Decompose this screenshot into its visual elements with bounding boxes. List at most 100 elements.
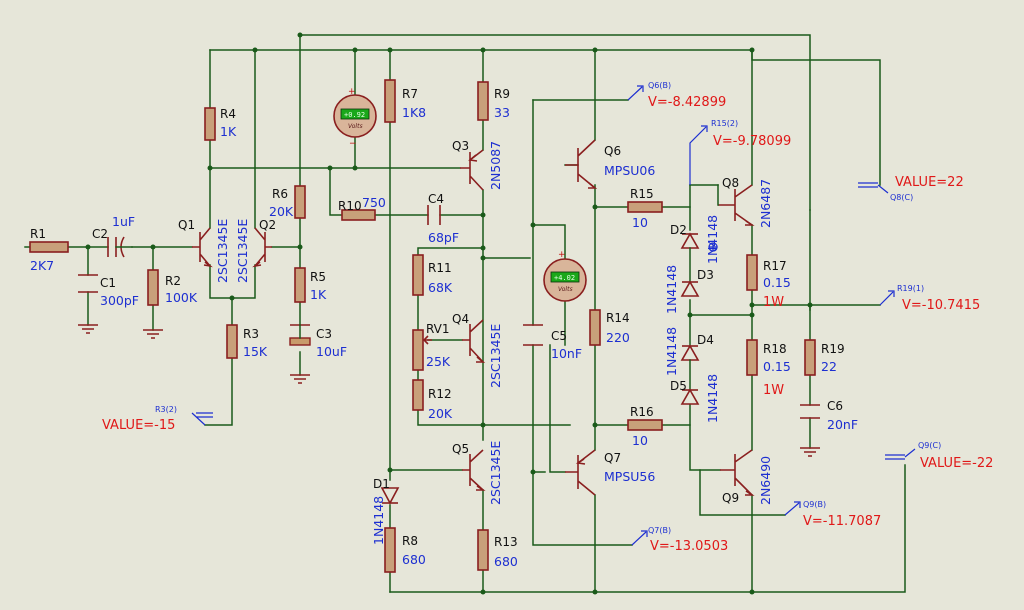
voltmeter-2-reading: +4.02	[554, 274, 575, 282]
r16-value: 10	[632, 433, 648, 448]
resistor-r10: R10 750	[338, 195, 386, 221]
c3-value: 10uF	[316, 344, 347, 359]
capacitor-c3: C3 10uF	[289, 324, 347, 359]
q3-part: 2N5087	[488, 141, 503, 190]
r14-name: R14	[606, 311, 630, 325]
r18-value: 0.15	[763, 359, 791, 374]
capacitor-c1: C1 300pF	[78, 274, 139, 308]
capacitor-c2: C2 1uF	[92, 214, 135, 258]
r9-name: R9	[494, 87, 510, 101]
q1-name: Q1	[178, 218, 195, 232]
q9-name: Q9	[722, 491, 739, 505]
r13-value: 680	[494, 554, 518, 569]
resistor-r3: R3 15K	[226, 324, 268, 359]
d5-name: D5	[670, 379, 687, 393]
resistor-r1: R1 2K7	[29, 227, 69, 273]
probe-q7b-tag: Q7(B)	[648, 526, 671, 535]
rv1-name: RV1	[426, 322, 450, 336]
r17-value: 0.15	[763, 275, 791, 290]
r14-value: 220	[606, 330, 630, 345]
resistor-r18: R18 0.15 1W	[746, 339, 791, 398]
q1-part: 2SC1345E	[215, 219, 230, 283]
capacitor-c6: C6 20nF	[800, 399, 858, 432]
q5-name: Q5	[452, 442, 469, 456]
r11-name: R11	[428, 261, 452, 275]
transistor-q4: Q4 2SC1345E	[452, 312, 503, 388]
r6-value: 20K	[269, 204, 294, 219]
probe-q7b-reading: V=-13.0503	[650, 539, 728, 554]
resistor-r11: R11 68K	[412, 254, 453, 296]
q5-part: 2SC1345E	[488, 441, 503, 505]
diode-d5: D5 1N4148	[670, 374, 720, 423]
transistor-q6: Q6 MPSU06	[565, 139, 655, 189]
resistor-r14: R14 220	[589, 309, 630, 346]
r4-value: 1K	[220, 124, 237, 139]
r2-name: R2	[165, 274, 181, 288]
capacitor-c4: C4 68pF	[427, 192, 459, 245]
capacitor-c5: C5 10nF	[523, 324, 582, 361]
diode-d2: D2 1N4148	[670, 215, 720, 283]
r19-value: 22	[821, 359, 837, 374]
q8-part: 2N6487	[758, 179, 773, 228]
diode-d1: D1 1N4148	[371, 477, 400, 545]
q6-part: MPSU06	[604, 163, 655, 178]
probe-q9c-reading: VALUE=-22	[920, 456, 993, 471]
voltmeter-2: +4.02 Volts +	[543, 250, 587, 302]
transistor-q3: Q3 2N5087	[452, 139, 503, 191]
r3-name: R3	[243, 327, 259, 341]
c6-value: 20nF	[827, 417, 858, 432]
probe-q7b: Q7(B) V=-13.0503	[631, 526, 728, 554]
resistor-r7: R7 1K8	[384, 79, 426, 123]
probe-q9c-tag: Q9(C)	[918, 441, 941, 450]
r1-name: R1	[30, 227, 46, 241]
r19-name: R19	[821, 342, 845, 356]
transistor-q7: Q7 MPSU56	[565, 449, 655, 496]
r13-name: R13	[494, 535, 518, 549]
probe-r3-tag: R3(2)	[155, 405, 177, 414]
r5-value: 1K	[310, 287, 327, 302]
diode-d3: D3 1N4148	[664, 265, 714, 314]
probe-q9c: Q9(C) VALUE=-22	[885, 441, 993, 471]
resistor-r16: R16 10	[627, 405, 663, 448]
d1-part: 1N4148	[371, 496, 386, 545]
voltmeter-2-unit: Volts	[558, 286, 573, 293]
probe-q6b: Q6(B) V=-8.42899	[627, 81, 726, 110]
probe-q8c: Q8(C) VALUE=22	[858, 175, 964, 202]
r17-power: 1W	[763, 295, 784, 310]
diode-d4: D4 1N4148	[664, 327, 714, 391]
probe-r19-tag: R19(1)	[897, 284, 924, 293]
d2-part: 1N4148	[705, 215, 720, 264]
q3-name: Q3	[452, 139, 469, 153]
r16-name: R16	[630, 405, 654, 419]
probe-r3: R3(2) VALUE=-15	[102, 405, 213, 433]
q7-part: MPSU56	[604, 469, 655, 484]
r4-name: R4	[220, 107, 236, 121]
r15-value: 10	[632, 215, 648, 230]
transistor-q8: Q8 2N6487	[717, 176, 773, 228]
r10-value: 750	[362, 195, 386, 210]
q7-name: Q7	[604, 451, 621, 465]
d5-part: 1N4148	[705, 374, 720, 423]
r2-value: 100K	[165, 290, 198, 305]
resistor-r19: R19 22	[804, 339, 845, 376]
probe-r15-tag: R15(2)	[711, 119, 738, 128]
d4-part: 1N4148	[664, 327, 679, 376]
probe-q6b-tag: Q6(B)	[648, 81, 671, 90]
resistor-r5: R5 1K	[294, 267, 327, 303]
q4-part: 2SC1345E	[488, 324, 503, 388]
r11-value: 68K	[428, 280, 453, 295]
c1-name: C1	[100, 276, 116, 290]
resistor-r15: R15 10	[627, 187, 663, 230]
r6-name: R6	[272, 187, 288, 201]
probe-r19-reading: V=-10.7415	[902, 298, 980, 313]
resistor-r17: R17 0.15 1W	[746, 254, 791, 310]
r3-value: 15K	[243, 344, 268, 359]
r18-name: R18	[763, 342, 787, 356]
voltmeter-1: +0.92 Volts + −	[333, 87, 377, 149]
probe-r3-reading: VALUE=-15	[102, 418, 175, 433]
transistor-q5: Q5 2SC1345E	[452, 441, 503, 505]
r5-name: R5	[310, 270, 326, 284]
junctions	[85, 32, 813, 595]
